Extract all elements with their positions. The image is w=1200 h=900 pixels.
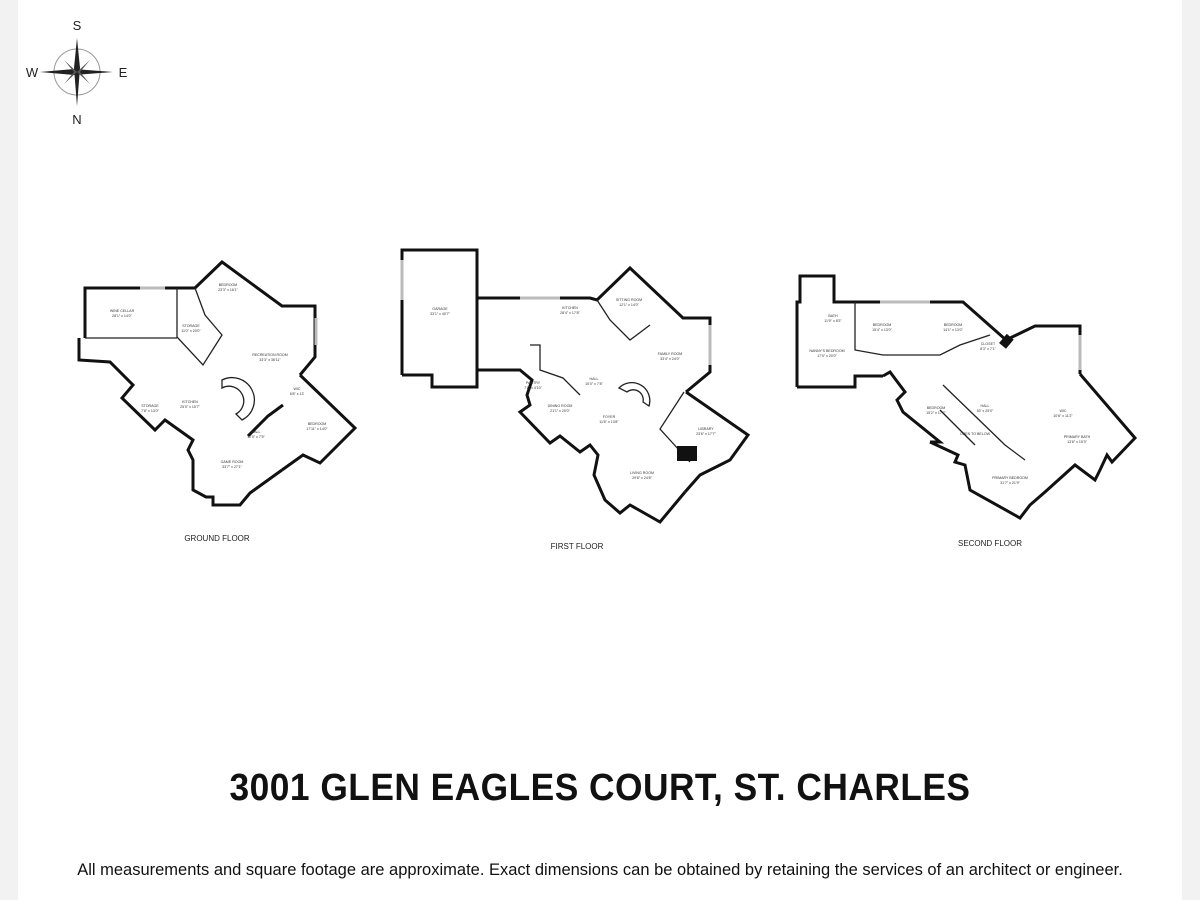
room-storage-2: STORAGE — [141, 404, 159, 408]
room-bedroom: BEDROOM — [219, 283, 238, 287]
compass-south: S — [73, 18, 82, 33]
room-recreation-room: RECREATION ROOM — [252, 353, 287, 357]
room-wine-cellar: WINE CELLAR — [110, 309, 135, 313]
room-hall: HALL — [981, 404, 990, 408]
room-dims: 10'0" x 7'8" — [585, 382, 603, 386]
ground-floor-plan: WINE CELLAR 28'1" x 14'0" STORAGE 11'0" … — [77, 260, 358, 543]
room-dims: 12'0" x 7'5" — [247, 435, 265, 439]
room-open-to-below: OPEN TO BELOW — [960, 432, 991, 436]
room-bath: BATH — [828, 314, 838, 318]
room-bedroom: BEDROOM — [873, 323, 892, 327]
room-primary-bath: PRIMARY BATH — [1064, 435, 1091, 439]
compass-north: N — [72, 112, 81, 127]
room-dims: 14'1" x 13'0" — [943, 328, 963, 332]
room-dims: 10'6" x 11'2" — [1053, 414, 1073, 418]
room-dims: 17'11" x 14'0" — [306, 427, 328, 431]
room-dims: 33'7" x 27'1" — [222, 465, 242, 469]
room-storage: STORAGE — [182, 324, 200, 328]
first-floor-label: FIRST FLOOR — [551, 542, 604, 551]
compass-icon: S W E N — [26, 18, 128, 127]
room-dims: 31'7" x 21'9" — [1000, 481, 1020, 485]
room-dims: 23'3" x 16'1" — [218, 288, 238, 292]
room-hall: HALL — [590, 377, 599, 381]
room-dims: 7'8" x 4'10" — [524, 386, 542, 390]
room-bedroom-2: BEDROOM — [944, 323, 963, 327]
left-margin — [0, 0, 18, 900]
room-dims: 29'8" x 24'8" — [632, 476, 652, 480]
room-dims: 12'1" x 14'0" — [619, 303, 639, 307]
room-kitchen: KITCHEN — [182, 400, 198, 404]
second-floor-plan: NANNY'S BEDROOM 17'0" x 20'0" BATH 11'9"… — [795, 274, 1138, 548]
room-primary-bedroom: PRIMARY BEDROOM — [992, 476, 1028, 480]
room-dims: 21'1" x 20'0" — [550, 409, 570, 413]
room-garage: GARAGE — [432, 307, 448, 311]
room-dims: 23'6" x 17'7" — [696, 432, 716, 436]
room-foyer: FOYER — [603, 415, 616, 419]
room-family-room: FAMILY ROOM — [658, 352, 683, 356]
room-dims: 33'4" x 24'0" — [660, 357, 680, 361]
room-living-room: LIVING ROOM — [630, 471, 654, 475]
room-pantry: PANTRY — [526, 381, 541, 385]
room-dims: 11'8" x 13'8" — [599, 420, 619, 424]
room-closet: CLOSET — [981, 342, 996, 346]
first-floor-plan: GARAGE 33'1" x 40'7" KITCHEN 28'4" x 17'… — [400, 248, 751, 551]
room-nannys-bedroom: NANNY'S BEDROOM — [809, 349, 844, 353]
room-dims: 33'1" x 40'7" — [430, 312, 450, 316]
room-library: LIBRARY — [698, 427, 714, 431]
compass-east: E — [119, 65, 128, 80]
ground-floor-label: GROUND FLOOR — [184, 534, 250, 543]
room-dims: 28'4" x 17'8" — [560, 311, 580, 315]
room-bedroom-2: BEDROOM — [308, 422, 327, 426]
room-dims: 8'3" x 7'1" — [980, 347, 996, 351]
room-dims: 6'8" x 13' — [290, 392, 305, 396]
room-wic: WIC — [294, 387, 301, 391]
room-dims: 7'8" x 13'0" — [141, 409, 159, 413]
room-bedroom-3: BEDROOM — [927, 406, 946, 410]
measurement-disclaimer: All measurements and square footage are … — [77, 861, 1123, 879]
room-dims: 17'0" x 20'0" — [817, 354, 837, 358]
room-hall: HALL — [252, 430, 261, 434]
room-dims: 15'4" x 13'0" — [872, 328, 892, 332]
compass-west: W — [26, 65, 39, 80]
room-dims: 50' x 25'0" — [977, 409, 994, 413]
room-game-room: GAME ROOM — [221, 460, 244, 464]
room-dims: 13'8" x 15'3" — [1067, 440, 1087, 444]
property-address-title: 3001 GLEN EAGLES COURT, ST. CHARLES — [229, 767, 971, 809]
room-dims: 25'0" x 15'7" — [180, 405, 200, 409]
room-sitting-room: SITTING ROOM — [616, 298, 642, 302]
room-dims: 28'1" x 14'0" — [112, 314, 132, 318]
room-dims: 33'3" x 36'11" — [259, 358, 281, 362]
room-dims: 11'9" x 8'3" — [824, 319, 842, 323]
second-floor-label: SECOND FLOOR — [958, 539, 1022, 548]
room-dims: 15'2" x 17'2" — [926, 411, 946, 415]
room-dining-room: DINING ROOM — [548, 404, 573, 408]
room-dims: 11'0" x 20'0" — [181, 329, 201, 333]
right-margin — [1182, 0, 1200, 900]
room-kitchen: KITCHEN — [562, 306, 578, 310]
room-wic: WIC — [1060, 409, 1067, 413]
